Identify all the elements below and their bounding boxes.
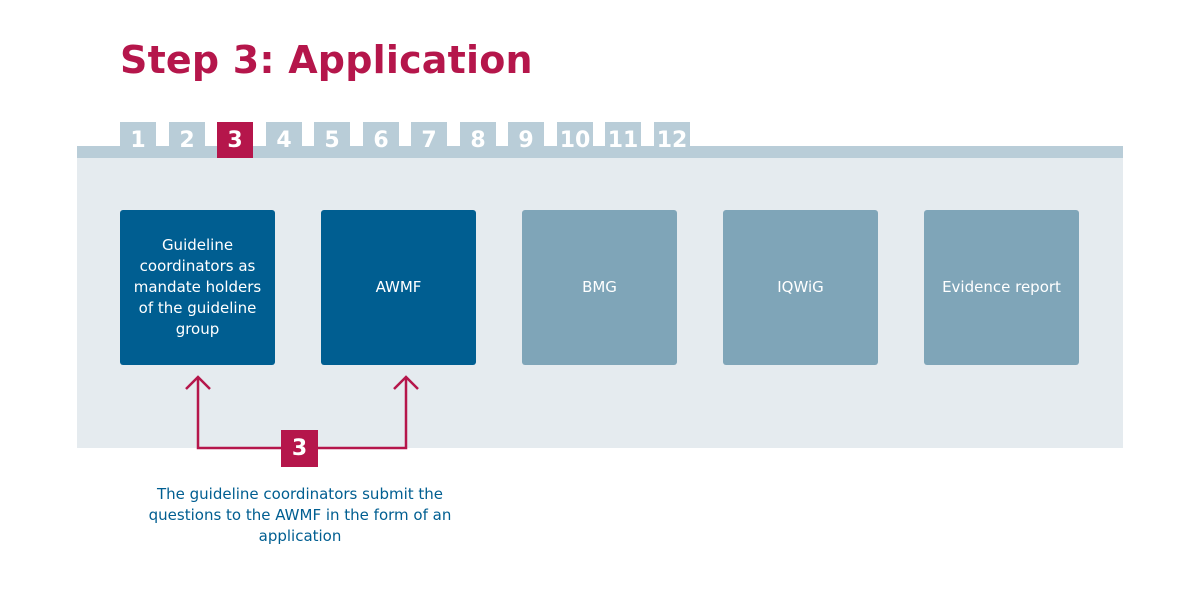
step-tab-4[interactable]: 4 bbox=[266, 122, 302, 158]
step-tab-3[interactable]: 3 bbox=[217, 122, 253, 158]
step-tab-12[interactable]: 12 bbox=[654, 122, 690, 158]
connector-caption: The guideline coordinators submit the qu… bbox=[148, 485, 452, 545]
step-tab-6[interactable]: 6 bbox=[363, 122, 399, 158]
box-evidence-report: Evidence report bbox=[924, 210, 1079, 365]
box-iqwig: IQWiG bbox=[723, 210, 878, 365]
box-awmf: AWMF bbox=[321, 210, 476, 365]
step-tab-9[interactable]: 9 bbox=[508, 122, 544, 158]
step-badge: 3 bbox=[281, 430, 318, 467]
step-tab-1[interactable]: 1 bbox=[120, 122, 156, 158]
box-bmg: BMG bbox=[522, 210, 677, 365]
box-guideline-coordinators: Guideline coordinators as mandate holder… bbox=[120, 210, 275, 365]
step-tab-10[interactable]: 10 bbox=[557, 122, 593, 158]
step-tab-5[interactable]: 5 bbox=[314, 122, 350, 158]
step-tab-11[interactable]: 11 bbox=[605, 122, 641, 158]
step-tab-7[interactable]: 7 bbox=[411, 122, 447, 158]
page-title: Step 3: Application bbox=[120, 38, 533, 82]
step-tab-8[interactable]: 8 bbox=[460, 122, 496, 158]
step-tab-2[interactable]: 2 bbox=[169, 122, 205, 158]
